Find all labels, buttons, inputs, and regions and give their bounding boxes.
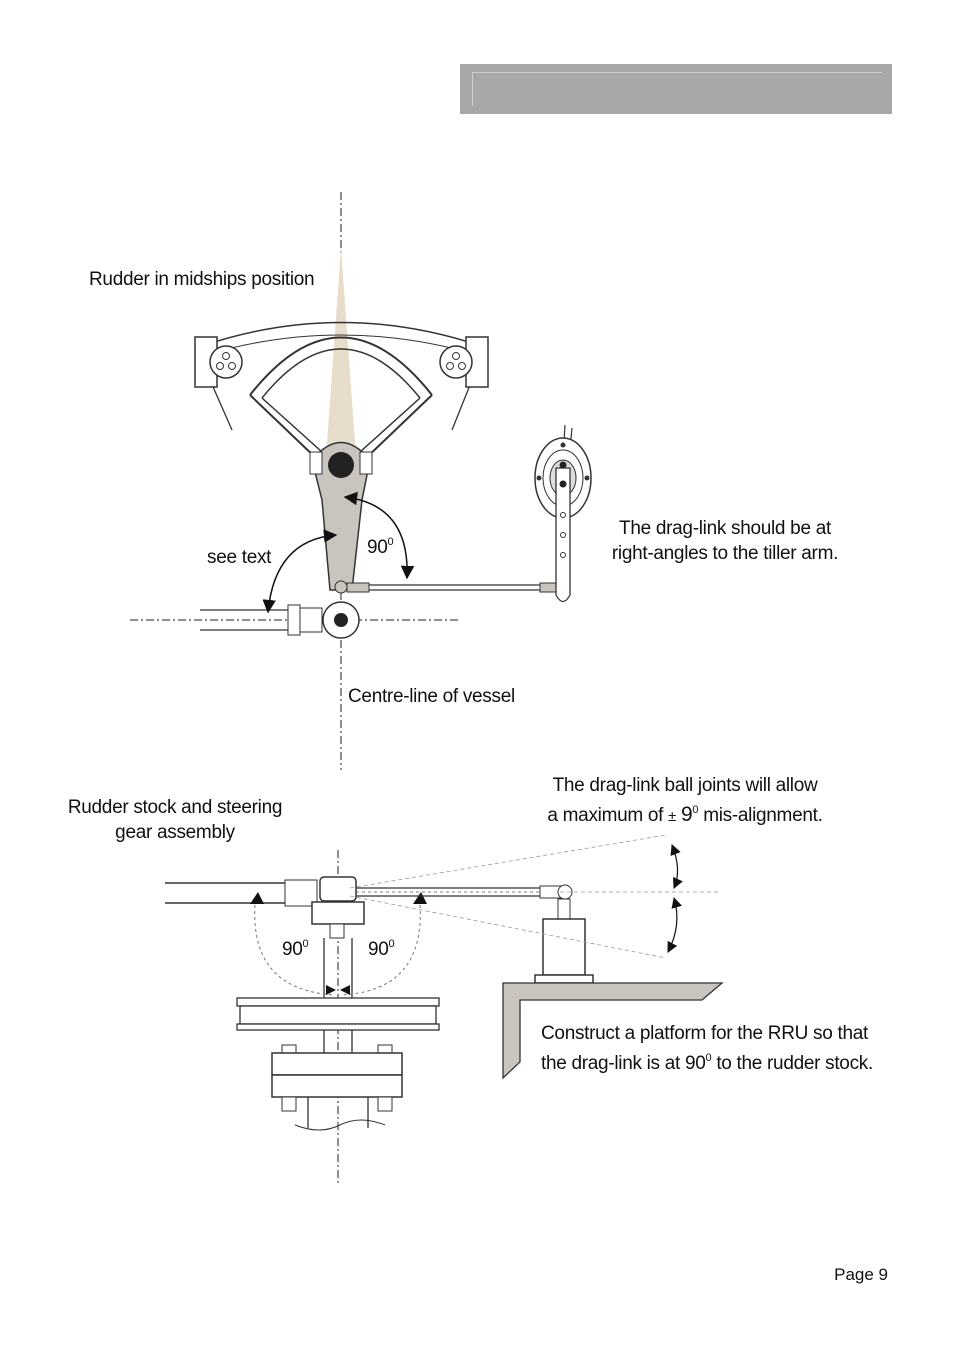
see-text-arrow: [262, 529, 338, 614]
section-header-bar: [460, 64, 892, 114]
see-text-label: see text: [207, 547, 272, 568]
bottom-caption: Rudder stock and steering gear assembly: [60, 795, 290, 845]
bottom-angle-left: 900: [282, 938, 309, 960]
quadrant-outer-arc: [249, 336, 433, 396]
top-angle-label: 900: [367, 536, 394, 558]
page-number: Page 9: [834, 1265, 888, 1284]
header-bar-inner: [472, 72, 882, 106]
bottom-angle-right: 900: [368, 938, 395, 960]
bottom-caption-line1: Rudder stock and steering: [67, 797, 283, 818]
quadrant-inner-arc: [261, 348, 421, 399]
ball-joint-note-line2: a maximum of ± 90 mis-alignment.: [547, 803, 823, 826]
right-pulley: [439, 336, 489, 388]
top-diagram: [130, 192, 592, 770]
drag-link-note: The drag-link should be at right-angles …: [600, 516, 850, 566]
left-pulley: [194, 336, 243, 388]
bottom-diagram: [165, 834, 724, 1185]
centreline-label: Centre-line of vessel: [348, 686, 515, 707]
rudder-wedge: [325, 248, 357, 470]
drag-link-note-line2: right-angles to the tiller arm.: [611, 543, 839, 564]
ball-joint-note: The drag-link ball joints will allow a m…: [530, 773, 840, 829]
platform-note: Construct a platform for the RRU so that…: [541, 1021, 873, 1076]
platform-note-line2: the drag-link is at 900 to the rudder st…: [541, 1052, 873, 1074]
ball-joint-note-line1: The drag-link ball joints will allow: [552, 775, 818, 796]
drag-link-note-line1: The drag-link should be at: [619, 518, 831, 539]
rru-unit-top: [534, 424, 592, 603]
top-caption: Rudder in midships position: [89, 269, 315, 290]
bottom-caption-line2: gear assembly: [115, 822, 235, 843]
rudder-stock-hole: [328, 452, 354, 478]
right-angle-arrow: [343, 491, 415, 580]
drag-link-top: [334, 580, 570, 594]
platform-note-line1: Construct a platform for the RRU so that: [541, 1023, 868, 1044]
rru-platform: [502, 982, 724, 1080]
